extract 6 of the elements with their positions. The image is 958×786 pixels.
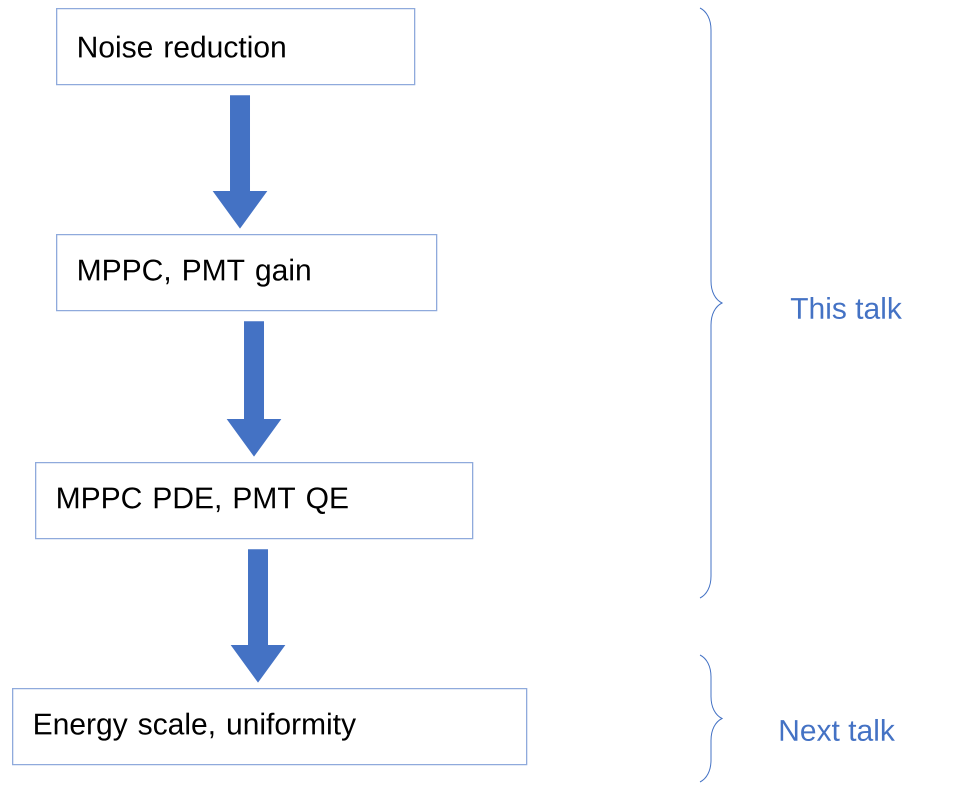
process-box: MPPC PDE, PMT QE [35,462,474,540]
brace-label: Next talk [780,718,895,742]
process-box: Noise reduction [56,8,416,86]
process-box: MPPC, PMT gain [56,234,438,312]
process-box: Energy scale, uniformity [12,688,528,766]
brace-label: This talk [790,296,902,320]
